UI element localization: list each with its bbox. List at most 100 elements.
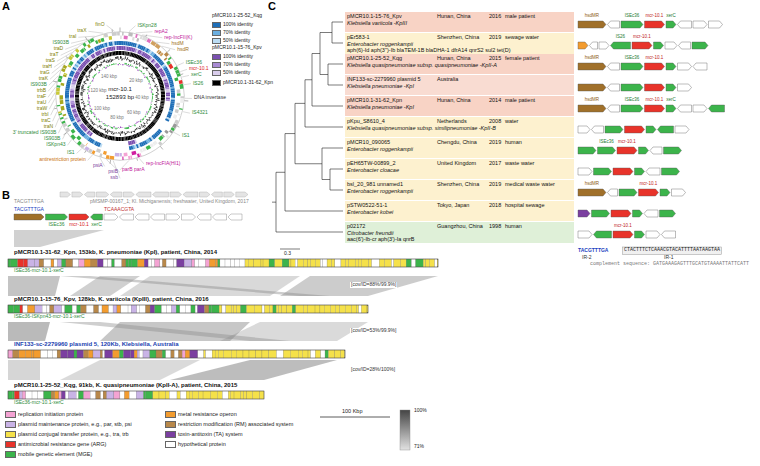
gene-arc (180, 96, 184, 98)
gc-skew-bar (128, 64, 129, 65)
gene-block (73, 259, 79, 267)
identity-arc (161, 91, 165, 93)
gc-bar (143, 67, 144, 68)
leader-line (52, 64, 64, 74)
gene-block (191, 305, 195, 313)
gc-bar (82, 97, 83, 99)
gene-block (392, 259, 394, 267)
gc-bar (119, 132, 121, 134)
gc-bar (117, 56, 118, 58)
gene-block (190, 350, 198, 358)
gc-skew-bar (87, 93, 88, 94)
legend-item: pMCR10.1-31-62_Kpn (212, 80, 273, 86)
gene-label: psiA (93, 164, 103, 170)
gene-arrow (236, 192, 248, 197)
gc-bar (89, 71, 91, 73)
gc-bar (97, 125, 98, 127)
gene-block (355, 259, 358, 267)
gene-block (8, 350, 13, 358)
gc-bar (120, 56, 122, 58)
leader-line (180, 69, 187, 71)
gene-arc (122, 156, 123, 160)
gene-label: traW (37, 107, 48, 113)
gc-skew-bar (137, 68, 138, 70)
gene-arc (112, 32, 117, 36)
leader-line (142, 35, 162, 38)
gc-skew-bar (130, 126, 131, 128)
identity-arc (121, 137, 123, 141)
gene-arrow (578, 42, 588, 49)
gene-block (372, 259, 380, 267)
gene-block (185, 305, 191, 313)
tree-branch (322, 179, 330, 180)
gene-label: IS903B (44, 137, 60, 143)
gc-bar (149, 73, 150, 74)
gene-block (174, 259, 177, 267)
gene-arrow (635, 168, 645, 175)
gene-arc (175, 109, 179, 113)
gene-block (226, 305, 232, 313)
species: Enterobacter roggenkampii (347, 146, 413, 152)
homology-band (60, 360, 200, 380)
gc-bar (104, 128, 106, 130)
gene-block (94, 305, 99, 313)
gene-block (131, 350, 135, 358)
gene-arc (168, 57, 172, 60)
gene-block (401, 259, 407, 267)
gc-bar (144, 124, 146, 126)
gene-arc (168, 64, 173, 70)
legend-item: plasmid maintenance protein, e.g., par, … (5, 421, 132, 428)
gc-bar (154, 82, 156, 84)
gc-bar (146, 121, 147, 122)
leader-line (50, 70, 61, 80)
gene-block (18, 259, 24, 267)
homology-band (14, 230, 104, 247)
plasmid-name: pMCR10.1-31-62_Kpn (347, 97, 402, 103)
location: United Kingdom (437, 160, 476, 166)
gene-arrow (613, 168, 633, 175)
gc-bar (81, 91, 83, 93)
gene-arc (179, 84, 183, 89)
legend-item: 100% identity (212, 22, 253, 28)
gene-arrow (123, 192, 134, 197)
gc-skew-bar (137, 69, 139, 71)
location: Hunan, China (437, 13, 471, 19)
gene-block (166, 350, 171, 358)
gene-block (231, 259, 235, 267)
gc-bar (117, 56, 119, 58)
gene-label: ISEc36 (625, 98, 640, 103)
identity-arc (70, 94, 74, 96)
gc-skew-bar (133, 66, 134, 68)
gene-arc (83, 47, 86, 51)
gc-bar (157, 92, 159, 94)
gc-bar (154, 111, 157, 113)
gc-skew-bar (140, 121, 142, 123)
location: Chengdu, China (437, 139, 477, 145)
identity-arc (70, 99, 74, 101)
plasmid-name: p02172 (347, 223, 365, 229)
gene-label: traK (39, 77, 48, 83)
gene-block (78, 391, 83, 399)
gc-bar (125, 133, 127, 134)
gc-skew-bar (136, 122, 137, 124)
gc-skew-bar (133, 124, 134, 126)
gc-bar (147, 70, 149, 72)
gc-bar (156, 94, 158, 96)
identity-arc (65, 92, 69, 94)
gene-arrow (183, 192, 198, 197)
gc-skew-bar (91, 111, 93, 113)
gene-arrow (136, 192, 151, 197)
gene-block (292, 305, 295, 313)
gc-skew-bar (150, 85, 152, 86)
gene-arc (164, 130, 168, 134)
gc-skew-bar (93, 112, 95, 114)
gene-label: ISEc36 (48, 222, 64, 228)
source: human (505, 139, 522, 145)
gene-block (8, 305, 14, 313)
gc-skew-bar (89, 105, 90, 106)
gc-bar (89, 75, 91, 76)
gene-arrow (14, 214, 44, 220)
gc-bar (95, 67, 97, 69)
gene-block (74, 350, 77, 358)
gene-block (166, 259, 174, 267)
